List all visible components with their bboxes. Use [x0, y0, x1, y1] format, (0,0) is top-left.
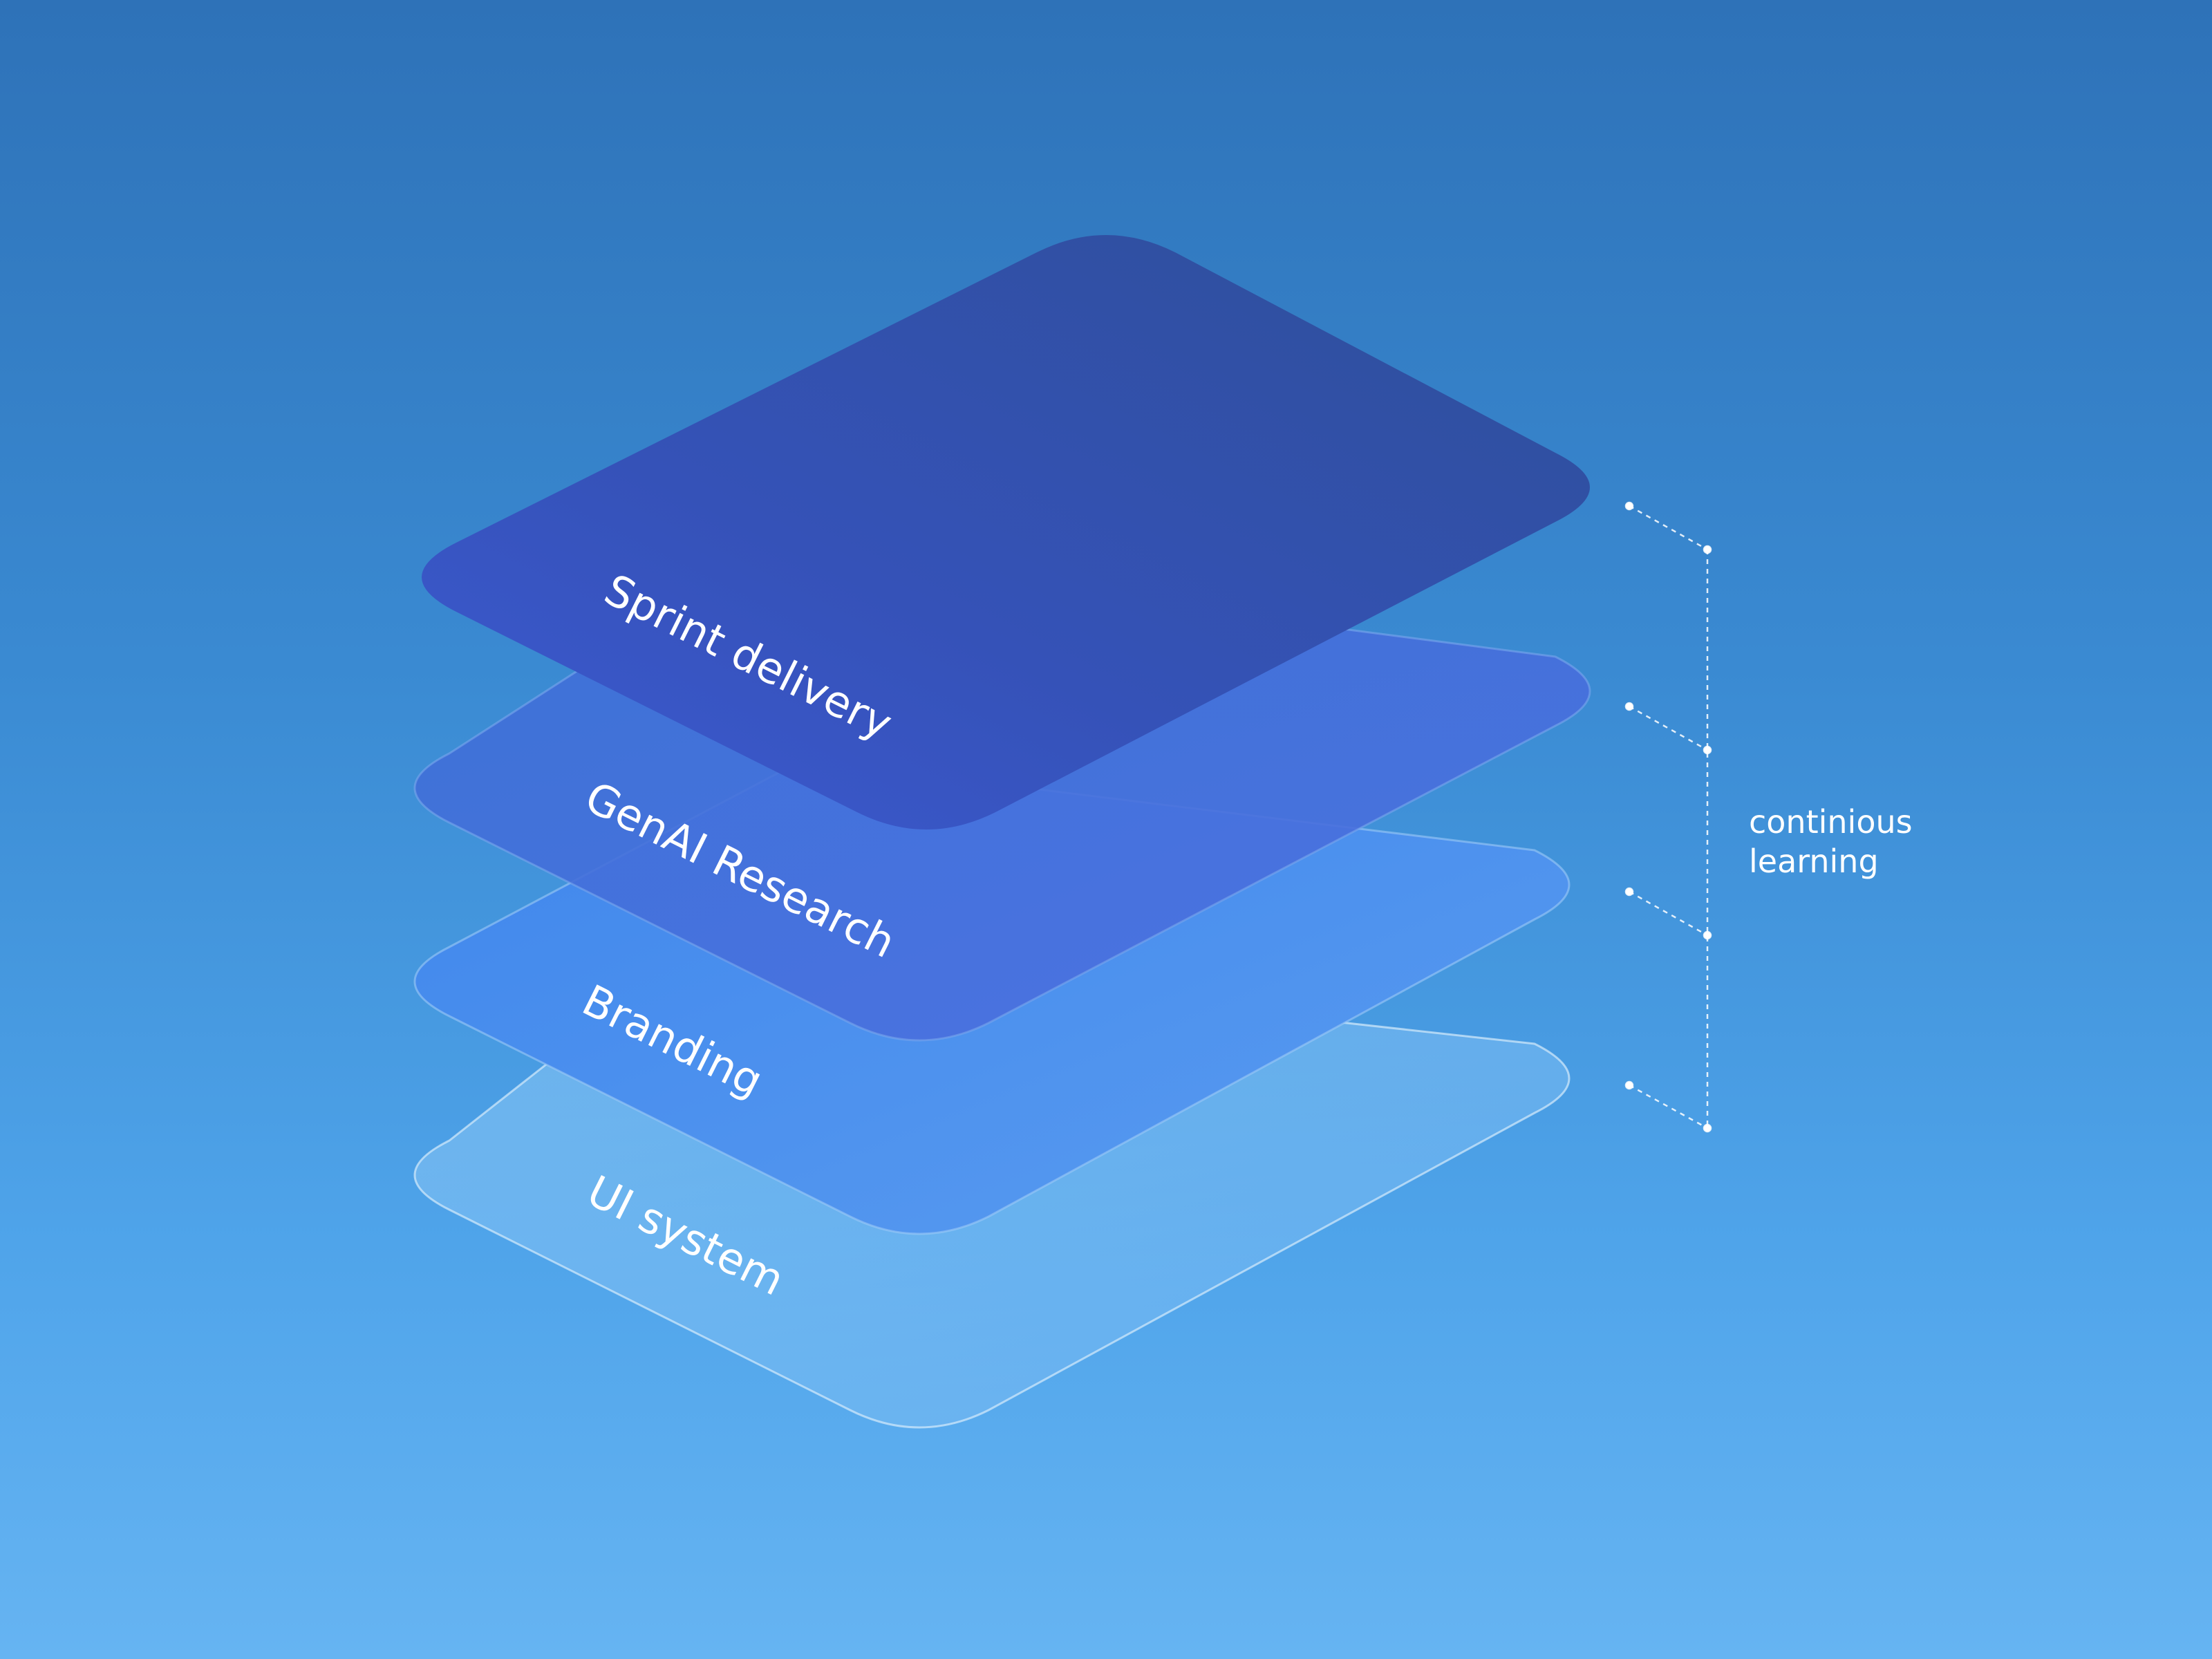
- bracket-dot: [1624, 501, 1634, 511]
- continuous-learning-bracket: [1624, 501, 1712, 1133]
- side-label-line-2: learning: [1749, 843, 1879, 880]
- bracket-dot: [1624, 702, 1634, 711]
- bracket-dot: [1624, 887, 1634, 897]
- bracket-dot: [1703, 745, 1712, 755]
- bracket-dot: [1703, 545, 1712, 554]
- bracket-connector-4: [1629, 1084, 1708, 1130]
- bracket-connector-3: [1629, 890, 1708, 937]
- bracket-connector-1: [1629, 505, 1708, 551]
- bracket-dot: [1703, 930, 1712, 940]
- bracket-dot: [1703, 1123, 1712, 1133]
- bracket-dot: [1624, 1080, 1634, 1090]
- layers-group: [413, 235, 1591, 1429]
- side-label-line-1: continious: [1749, 803, 1913, 841]
- bracket-connector-2: [1629, 705, 1708, 751]
- layer-plate-sprint-delivery: [422, 235, 1590, 830]
